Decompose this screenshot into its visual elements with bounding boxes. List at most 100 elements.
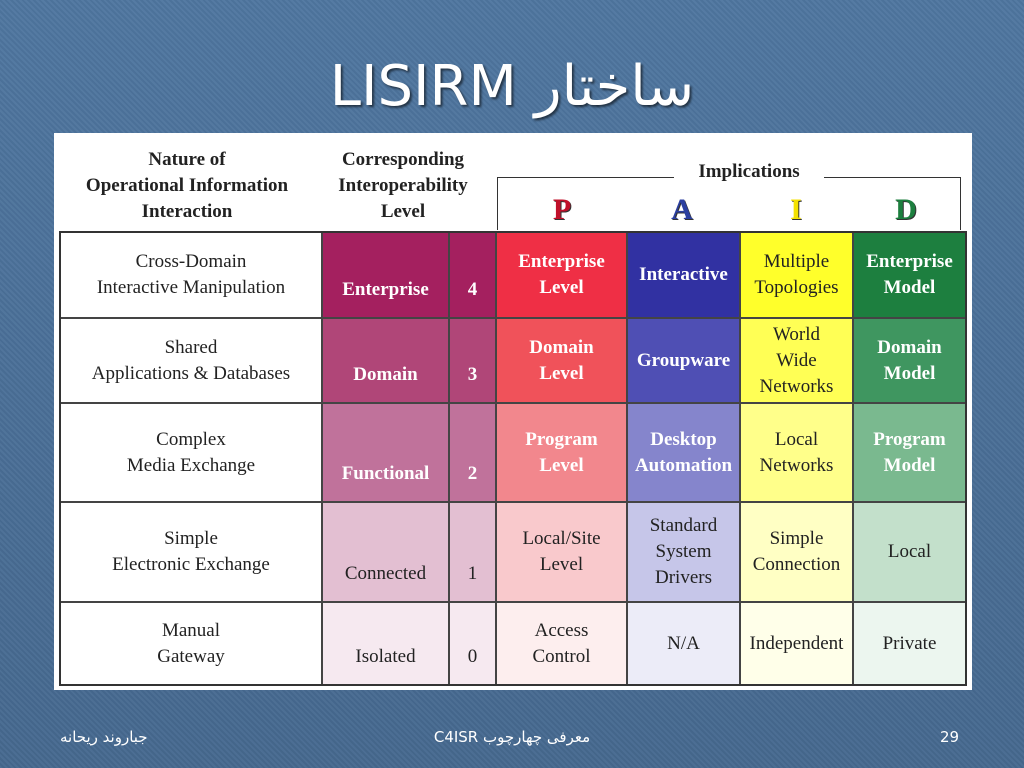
header-nature-line1: Nature of xyxy=(148,149,226,170)
cell-line: Enterprise xyxy=(342,279,429,300)
cell-text: Groupware xyxy=(637,348,730,374)
cell-text: 1 xyxy=(468,561,478,587)
cell-line: Level xyxy=(539,554,584,575)
cell-line: Networks xyxy=(759,375,834,397)
cell-line: Interactive Manipulation xyxy=(96,277,286,298)
cell-line: Control xyxy=(532,645,591,667)
cell-level-name-row0: Enterprise xyxy=(323,233,450,319)
cell-line: Domain xyxy=(529,336,594,358)
cell-line: 2 xyxy=(467,463,478,484)
header-corresponding-level: Corresponding Interoperability Level xyxy=(320,147,486,225)
cell-line: Applications & Databases xyxy=(91,362,291,384)
cell-line: Access xyxy=(534,619,589,641)
cell-d-row3: Local xyxy=(854,503,965,603)
cell-line: Connected xyxy=(344,563,427,584)
header-nature-line3: Interaction xyxy=(141,201,233,222)
cell-text: N/A xyxy=(667,631,700,657)
cell-line: Private xyxy=(882,632,937,654)
cell-text: 0 xyxy=(468,644,478,670)
cell-line: Independent xyxy=(749,632,844,654)
header-corr-line3: Level xyxy=(380,201,426,222)
cell-line: Automation xyxy=(634,454,733,476)
cell-line: Manual xyxy=(161,619,221,641)
cell-line: System xyxy=(655,541,712,562)
cell-text: 2 xyxy=(468,461,478,487)
cell-line: Complex xyxy=(156,428,226,450)
cell-line: Groupware xyxy=(636,349,731,371)
cell-text: Interactive xyxy=(639,262,728,288)
cell-line: Isolated xyxy=(355,646,416,667)
slide-title: LISIRM ساختار xyxy=(329,54,695,119)
cell-level-name-row2: Functional xyxy=(323,404,450,503)
cell-line: Model xyxy=(883,454,936,476)
cell-line: 4 xyxy=(467,279,478,300)
cell-line: 3 xyxy=(467,364,478,385)
footer-center: C4ISR معرفی چهارچوب xyxy=(433,728,591,746)
letter-d: D xyxy=(895,193,917,226)
cell-level-num-row2: 2 xyxy=(450,404,497,503)
cell-text: Functional xyxy=(342,461,430,487)
cell-text: Private xyxy=(883,631,937,657)
cell-line: Program xyxy=(525,428,598,450)
cell-line: Program xyxy=(873,428,946,450)
cell-level-num-row3: 1 xyxy=(450,503,497,603)
cell-text: 4 xyxy=(468,277,478,303)
cell-line: Wide xyxy=(776,349,817,371)
cell-line: 1 xyxy=(467,563,478,584)
header-corr-line1: Corresponding xyxy=(341,149,465,170)
cell-line: Model xyxy=(883,277,936,298)
footer-page-number: 29 xyxy=(940,728,960,746)
cell-text: Domain xyxy=(353,362,417,388)
footer-author: جباروند ریحانه xyxy=(60,728,148,746)
cell-line: Drivers xyxy=(655,567,712,588)
cell-a-row4: N/A xyxy=(628,603,741,684)
cell-line: Domain xyxy=(353,364,418,385)
cell-text: 3 xyxy=(468,362,478,388)
cell-line: Simple xyxy=(769,528,824,549)
letter-p: P xyxy=(552,193,572,226)
cell-line: Cross-Domain xyxy=(135,251,247,272)
cell-text: Isolated xyxy=(355,644,415,670)
cell-line: Local xyxy=(887,541,932,562)
cell-line: Domain xyxy=(877,336,942,358)
cell-level-num-row1: 3 xyxy=(450,319,497,404)
cell-level-name-row1: Domain xyxy=(323,319,450,404)
letter-a: A xyxy=(671,193,693,226)
cell-line: Level xyxy=(539,277,584,298)
cell-d-row4: Private xyxy=(854,603,965,684)
cell-line: Enterprise xyxy=(866,251,953,272)
cell-level-name-row3: Connected xyxy=(323,503,450,603)
cell-line: N/A xyxy=(667,632,700,654)
cell-line: 0 xyxy=(467,646,478,667)
